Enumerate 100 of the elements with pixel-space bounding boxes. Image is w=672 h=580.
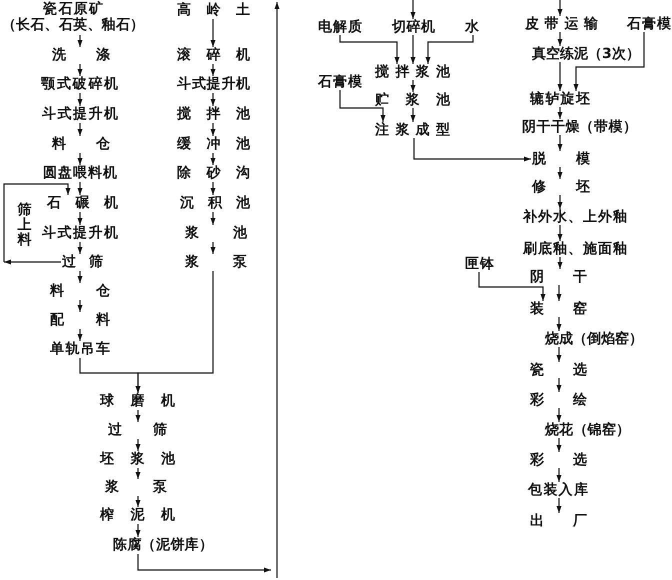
process-step: 真空练泥（3次） — [532, 47, 637, 61]
process-step: 坯浆池 — [100, 452, 175, 467]
process-step: 烧成（倒焰窑） — [545, 332, 643, 346]
arrow — [78, 123, 82, 136]
arrow — [136, 410, 140, 422]
process-step: 斗式提升机 — [177, 77, 250, 92]
process-step: 滚碎机 — [177, 48, 250, 63]
arrow — [210, 19, 216, 47]
process-step: 切碎机 — [392, 20, 435, 34]
arrow — [410, 108, 416, 122]
arrow — [210, 93, 216, 106]
process-step: 阴干干燥（带模） — [522, 120, 637, 134]
process-step: 单轨吊车 — [50, 342, 110, 357]
process-step: 配料 — [50, 313, 110, 328]
process-step: 出厂 — [530, 514, 587, 528]
process-step: 料仓 — [52, 137, 110, 152]
arrow — [78, 271, 82, 283]
process-step: 颚式破碎机 — [41, 77, 118, 92]
input-label: 电解质 — [318, 20, 362, 34]
process-step: 高岭土 — [177, 3, 250, 18]
process-step: 过筛 — [62, 255, 103, 270]
arrow — [556, 285, 562, 301]
process-step: 陈腐（泥饼库） — [113, 538, 213, 553]
edge-label: 筛上料 — [17, 203, 32, 248]
arrow — [210, 242, 216, 254]
process-step: 瓷石原矿 — [43, 1, 103, 17]
arrow — [478, 272, 546, 301]
process-step: 石碾机 — [47, 196, 118, 211]
process-step: 浆泵 — [105, 480, 167, 495]
arrow — [556, 317, 562, 331]
process-step: 贮浆池 — [375, 93, 450, 107]
process-step: 烧花（锦窑） — [545, 423, 630, 437]
process-step: 浆泵 — [185, 255, 247, 270]
arrow — [210, 153, 216, 165]
arrow — [3, 183, 70, 264]
arrow — [558, 135, 562, 151]
process-step: 浆池 — [185, 226, 247, 241]
process-step: 斗式提升机 — [42, 226, 118, 241]
arrow — [78, 300, 82, 312]
arrow — [136, 271, 214, 393]
arrow — [574, 32, 645, 91]
arrow — [556, 498, 562, 513]
process-step: 除砂沟 — [177, 166, 250, 181]
process-step: 过筛 — [108, 423, 167, 438]
process-step: 辘轳旋坯 — [530, 92, 590, 106]
process-step: 缓冲池 — [177, 137, 250, 152]
arrow — [556, 408, 562, 422]
material-note: （长石、石英、釉石） — [2, 17, 144, 33]
arrow — [558, 257, 562, 269]
arrow — [556, 438, 562, 452]
arrow — [78, 329, 82, 341]
process-step: 刷底釉、施面釉 — [523, 242, 627, 256]
process-step: 搅拌浆池 — [375, 65, 450, 79]
arrow — [136, 524, 140, 537]
process-step: 彩绘 — [530, 393, 587, 407]
arrow — [136, 468, 140, 479]
arrow — [78, 242, 82, 254]
arrow — [556, 468, 562, 482]
arrow — [210, 64, 216, 76]
input-label: 石膏模 — [318, 75, 362, 89]
process-step: 瓷选 — [530, 363, 587, 377]
process-step: 洗涤 — [52, 48, 110, 63]
process-step: 搅拌池 — [177, 107, 250, 122]
arrow — [558, 107, 562, 119]
arrow — [210, 123, 216, 136]
arrow — [410, 0, 416, 19]
arrow — [426, 35, 474, 64]
process-step: 包装入库 — [528, 483, 588, 497]
arrow — [556, 347, 562, 362]
process-step: 斗式提升机 — [42, 107, 118, 122]
input-label: 石膏模 — [627, 17, 671, 31]
process-step: 球磨机 — [100, 394, 175, 409]
arrow — [558, 195, 562, 209]
process-step: 修坯 — [532, 180, 590, 194]
arrow — [413, 138, 531, 162]
arrow — [410, 35, 416, 64]
arrow — [137, 554, 271, 572]
process-step: 装窑 — [530, 302, 587, 316]
arrow — [339, 90, 386, 122]
process-step: 皮带运输 — [525, 17, 598, 31]
arrow — [558, 62, 562, 91]
process-step: 阴干 — [530, 270, 587, 284]
process-step: 注浆成型 — [375, 123, 450, 137]
input-label: 水 — [465, 20, 479, 34]
arrow — [78, 212, 82, 225]
process-step: 榨泥机 — [100, 508, 175, 523]
arrow — [136, 439, 140, 451]
arrow — [558, 167, 562, 179]
arrow — [558, 32, 562, 46]
input-label: 匣钵 — [465, 257, 494, 271]
arrow — [78, 64, 82, 76]
arrow — [78, 153, 82, 165]
process-step: 沉积池 — [180, 196, 250, 211]
arrow — [78, 35, 82, 47]
process-step: 脱模 — [532, 152, 590, 166]
arrow — [210, 212, 216, 225]
arrow — [136, 496, 140, 507]
arrow — [558, 0, 562, 16]
arrow — [558, 225, 562, 241]
process-step: 圆盘喂料机 — [43, 166, 117, 181]
